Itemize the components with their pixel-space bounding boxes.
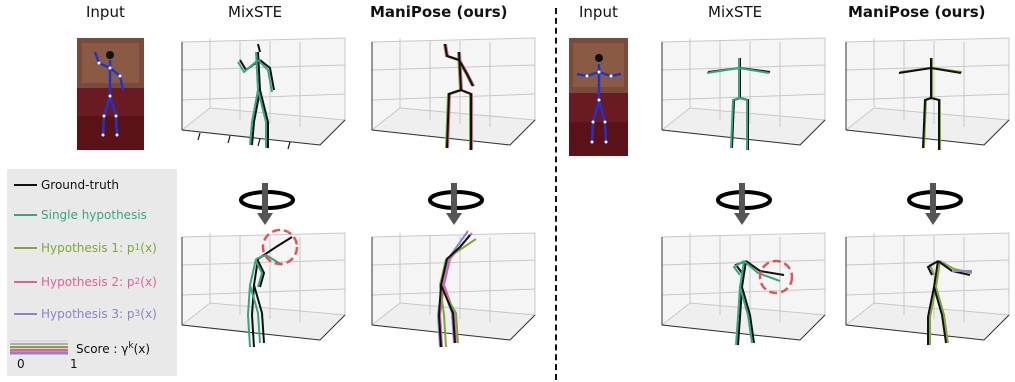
legend-hyp3-suffix: (x) xyxy=(140,307,157,321)
column-divider xyxy=(555,8,557,380)
plot-manipose-left-rotated xyxy=(370,230,537,348)
legend-hyp3-swatch xyxy=(14,313,37,315)
legend-ground-truth-label: Ground-truth xyxy=(41,178,120,192)
header-mixste-right: MixSTE xyxy=(708,3,763,21)
header-manipose-right: ManiPose (ours) xyxy=(848,3,986,21)
legend-hyp1-label: Hypothesis 1: p xyxy=(41,241,135,255)
rotate-arrow-icon xyxy=(239,183,295,225)
legend-single-swatch xyxy=(14,214,37,216)
legend-hyp2-sup: 2 xyxy=(134,277,141,287)
legend-hyp2-suffix: (x) xyxy=(140,275,157,289)
plot-mixste-left-rotated xyxy=(180,228,347,348)
header-mixste-left: MixSTE xyxy=(228,3,283,21)
score-max-label: 1 xyxy=(70,357,78,371)
score-label-text: Score : γ xyxy=(76,342,129,356)
legend-hyp1-suffix: (x) xyxy=(140,241,157,255)
plot-manipose-right-front xyxy=(844,37,1011,150)
legend-hyp1-sup: 1 xyxy=(134,243,141,253)
score-label-sup: k xyxy=(128,341,134,351)
rotate-arrow-icon xyxy=(716,183,772,225)
plot-mixste-right-rotated xyxy=(660,232,827,346)
header-manipose-left: ManiPose (ours) xyxy=(370,3,508,21)
plot-mixste-right-front xyxy=(660,37,827,150)
legend-hyp3-label: Hypothesis 3: p xyxy=(41,307,135,321)
legend-single-label: Single hypothesis xyxy=(41,208,147,222)
plot-mixste-left-front xyxy=(180,37,347,150)
legend-ground-truth: Ground-truth xyxy=(14,178,119,192)
legend-hyp2-swatch xyxy=(14,281,37,283)
legend-single: Single hypothesis xyxy=(14,208,147,222)
plot-manipose-left-front xyxy=(370,37,537,150)
score-scale-icon xyxy=(10,340,68,355)
legend-hyp1-swatch xyxy=(14,247,37,249)
score-label: Score : γk(x) xyxy=(76,341,150,356)
legend-hyp2-label: Hypothesis 2: p xyxy=(41,275,135,289)
legend-hyp3-sup: 3 xyxy=(134,309,141,319)
score-label-suffix: (x) xyxy=(133,342,151,356)
input-photo-right xyxy=(569,38,628,156)
legend-ground-truth-swatch xyxy=(14,184,37,186)
plot-manipose-right-rotated xyxy=(844,232,1011,345)
header-input-right: Input xyxy=(579,3,618,21)
header-input-left: Input xyxy=(86,3,125,21)
score-min-label: 0 xyxy=(17,357,25,371)
rotate-arrow-icon xyxy=(428,183,484,225)
input-photo-left xyxy=(77,38,144,150)
rotate-arrow-icon xyxy=(907,183,963,225)
